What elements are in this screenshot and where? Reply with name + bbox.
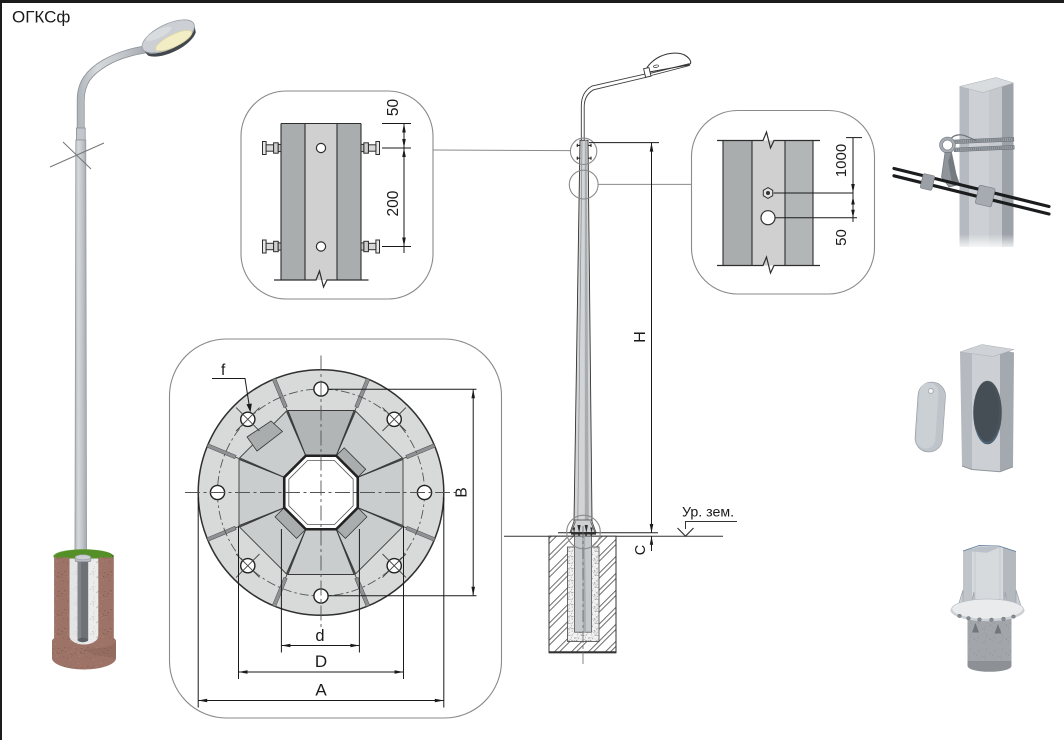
- svg-text:200: 200: [385, 190, 402, 216]
- svg-text:B: B: [454, 487, 471, 497]
- svg-text:1000: 1000: [833, 144, 850, 177]
- svg-text:50: 50: [833, 229, 850, 246]
- svg-text:C: C: [633, 545, 649, 555]
- svg-text:f: f: [221, 362, 226, 379]
- svg-text:d: d: [315, 627, 324, 645]
- svg-text:D: D: [315, 652, 327, 671]
- svg-text:A: A: [315, 681, 327, 700]
- svg-text:ОГКСф: ОГКСф: [12, 8, 70, 27]
- svg-text:50: 50: [385, 99, 402, 117]
- svg-text:H: H: [632, 331, 649, 343]
- svg-text:Ур. зем.: Ур. зем.: [682, 505, 734, 521]
